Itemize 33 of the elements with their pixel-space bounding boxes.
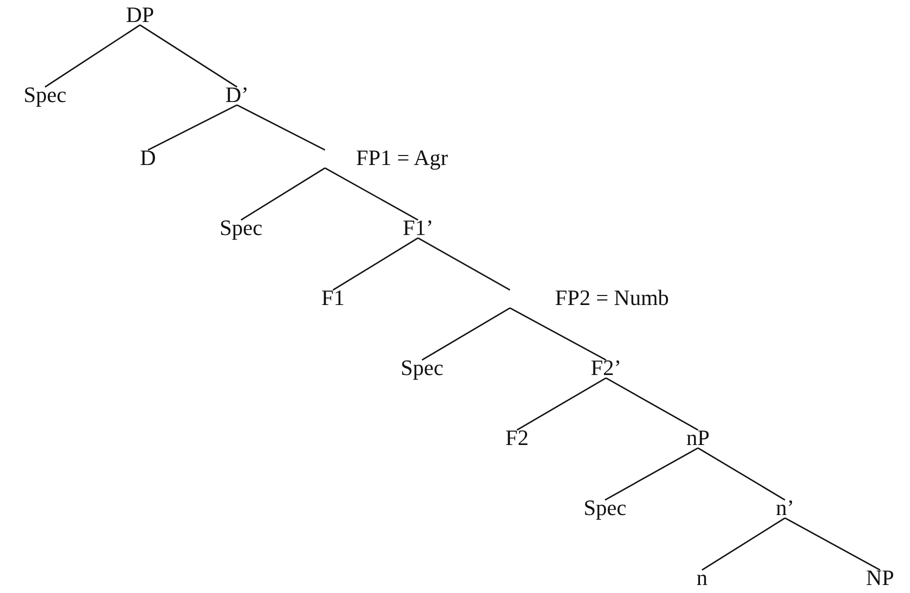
tree-branch bbox=[44, 24, 140, 88]
tree-branch bbox=[516, 377, 606, 431]
tree-branch bbox=[324, 167, 418, 221]
tree-label: Spec bbox=[218, 216, 264, 240]
tree-label: Spec bbox=[582, 496, 628, 520]
tree-label: FP1 = Agr bbox=[354, 146, 450, 170]
tree-label: F2’ bbox=[588, 356, 624, 380]
tree-label: Spec bbox=[398, 356, 446, 380]
tree-branch bbox=[702, 517, 786, 571]
tree-label: n’ bbox=[774, 496, 796, 520]
tree-branch bbox=[418, 237, 510, 291]
tree-label: DP bbox=[124, 3, 156, 27]
tree-branch bbox=[240, 167, 326, 221]
tree-label: F1 bbox=[319, 286, 347, 310]
tree-label: n bbox=[694, 566, 710, 590]
tree-branch bbox=[140, 24, 238, 88]
tree-branch bbox=[606, 377, 698, 431]
tree-branch bbox=[332, 237, 418, 291]
tree-branch bbox=[236, 104, 326, 151]
tree-branch bbox=[784, 517, 880, 571]
tree-label: D bbox=[138, 146, 158, 170]
tree-label: F1’ bbox=[400, 216, 436, 240]
tree-branch bbox=[510, 307, 606, 361]
tree-branch bbox=[148, 104, 238, 151]
tree-label: D’ bbox=[223, 83, 251, 107]
tree-branch bbox=[698, 447, 786, 501]
tree-label: Spec bbox=[22, 83, 68, 107]
tree-label: FP2 = Numb bbox=[553, 286, 671, 310]
tree-label: F2 bbox=[503, 426, 531, 450]
tree-branch bbox=[422, 307, 510, 361]
tree-branch bbox=[604, 447, 698, 501]
tree-label: nP bbox=[684, 426, 712, 450]
tree-label: NP bbox=[864, 566, 896, 590]
